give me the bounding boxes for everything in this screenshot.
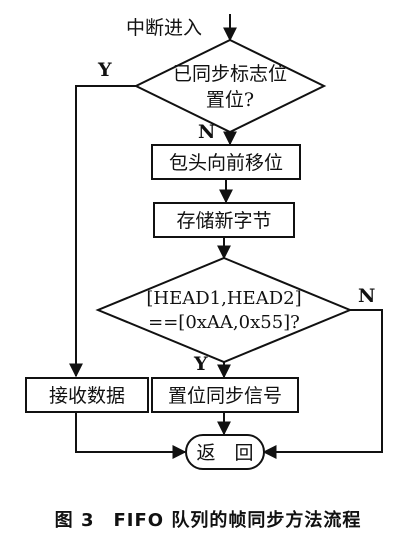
entry-label: 中断进入	[126, 17, 202, 39]
step-store-byte	[153, 202, 295, 238]
receive-to-return-line	[75, 412, 187, 459]
decision1-yes-label: Y	[97, 59, 112, 81]
decision1-no-label: N	[198, 121, 215, 143]
decision-synced-flag-line2: 置位?	[206, 89, 254, 111]
decision2-no-label: N	[358, 285, 375, 307]
decision2-no-line	[262, 309, 383, 459]
decision-synced-flag-line1: 已同步标志位	[173, 63, 287, 85]
step-shift-header-label: 包头向前移位	[169, 152, 283, 174]
decision1-yes-line	[69, 85, 136, 378]
step-set-sync-label: 置位同步信号	[168, 385, 282, 407]
figure-caption: 图 3 FIFO 队列的帧同步方法流程	[54, 510, 362, 531]
step-store-byte-label: 存储新字节	[176, 210, 271, 232]
decision-synced-flag	[133, 38, 327, 134]
step-receive-data	[25, 377, 149, 413]
decision2-yes-label: Y	[193, 353, 208, 375]
terminal-return	[185, 434, 265, 470]
decision-header-match	[95, 256, 353, 364]
step-receive-data-label: 接收数据	[49, 385, 125, 407]
terminal-return-label: 返 回	[196, 442, 253, 464]
decision-header-match-line1: [HEAD1,HEAD2]	[146, 288, 301, 309]
decision-header-match-line2: ==[0xAA,0x55]?	[148, 312, 300, 333]
step-shift-header	[151, 144, 301, 180]
